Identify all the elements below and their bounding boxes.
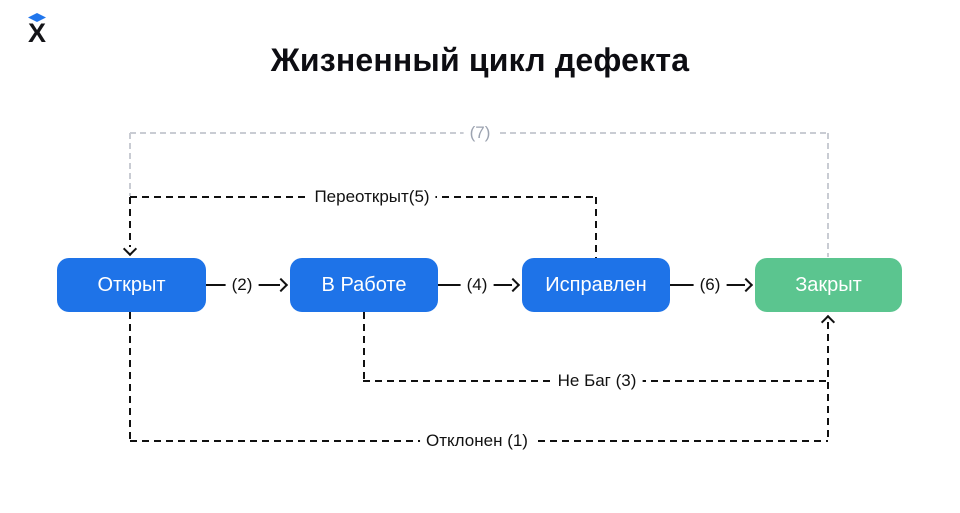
edge-closed-to-open-line-v-left <box>129 133 131 196</box>
logo-letter: X <box>27 18 46 48</box>
arrowhead-right-into-fixed-icon <box>505 277 521 293</box>
arrowhead-right-into-closed-icon <box>738 277 754 293</box>
node-closed-label: Закрыт <box>795 273 862 296</box>
edge-notbug-line-v-from-inprogress <box>363 312 365 380</box>
logo-diamond-icon <box>28 13 46 22</box>
edge-label-2: (2) <box>225 275 259 295</box>
node-fixed: Исправлен <box>522 258 670 312</box>
node-open-label: Открыт <box>97 273 166 296</box>
edge-label-6: (6) <box>693 275 727 295</box>
arrowhead-right-into-inprogress-icon <box>273 277 289 293</box>
arrowhead-down-into-open-icon <box>122 241 138 257</box>
edge-reopened-line-v-to-open <box>129 197 131 247</box>
edge-rejected-line-v-from-open <box>129 312 131 440</box>
edge-into-closed-line-v <box>827 322 829 440</box>
edge-closed-to-open-line-v-right <box>827 133 829 257</box>
edge-label-rejected: Отклонен (1) <box>420 431 534 451</box>
node-fixed-label: Исправлен <box>545 273 647 296</box>
node-in-progress: В Работе <box>290 258 438 312</box>
node-open: Открыт <box>57 258 206 312</box>
edge-label-notbug: Не Баг (3) <box>551 371 643 391</box>
edge-reopened-line-v-from-fixed <box>595 197 597 258</box>
arrowhead-up-into-closed-icon <box>820 314 836 330</box>
edge-label-7: (7) <box>463 123 497 143</box>
node-closed: Закрыт <box>755 258 902 312</box>
brand-logo: X <box>26 13 48 48</box>
page-title: Жизненный цикл дефекта <box>270 42 690 78</box>
edge-label-reopened: Переоткрыт(5) <box>308 187 436 207</box>
edge-label-4: (4) <box>460 275 494 295</box>
node-in-progress-label: В Работе <box>321 273 407 296</box>
